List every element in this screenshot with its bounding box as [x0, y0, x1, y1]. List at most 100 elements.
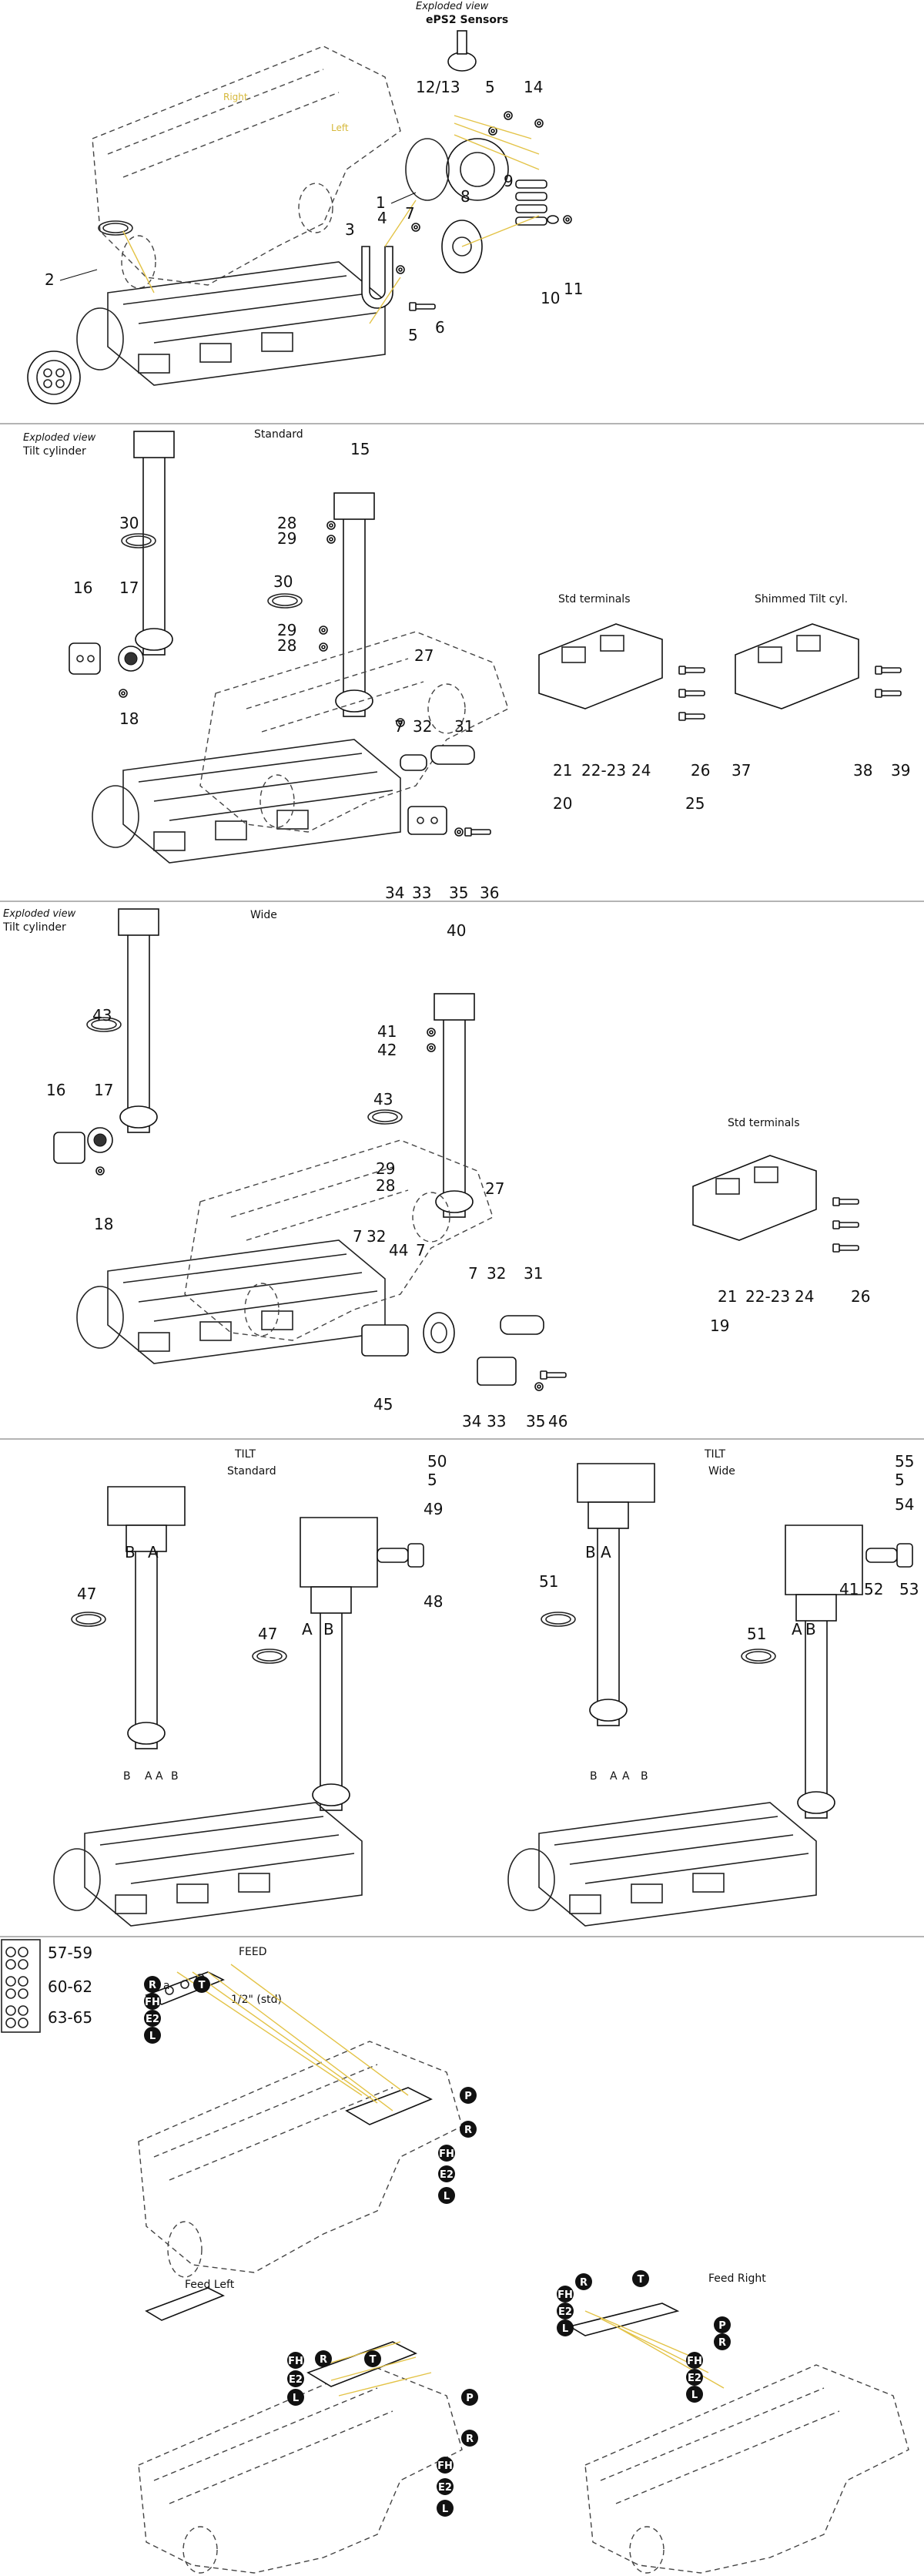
gasket-43b: [367, 1109, 403, 1125]
port-r-tag-right: R: [714, 2333, 731, 2350]
callout-10: 10: [541, 289, 560, 307]
port-l-tag: L: [557, 2319, 574, 2336]
port-e2-tag: E2: [557, 2303, 574, 2319]
washer-29b: [319, 626, 328, 635]
callout-4: 4: [377, 209, 387, 227]
svg-text:E2: E2: [440, 2169, 454, 2181]
callout-17: 17: [94, 1081, 113, 1099]
callout-38: 38: [853, 761, 872, 780]
feed-left-manifold: [145, 2287, 225, 2321]
port-suffix-a: a: [163, 1980, 170, 1992]
callout-5: 5: [895, 1471, 905, 1489]
bolt-36: [464, 827, 491, 837]
feed-right-manifold: [567, 2303, 680, 2336]
callout-32: 32: [367, 1227, 386, 1246]
callout-20: 20: [553, 794, 572, 813]
callout-54: 54: [895, 1495, 914, 1514]
std-terminal-block: [538, 623, 705, 721]
callout-26: 26: [691, 761, 710, 780]
port-l-tag: L: [287, 2389, 304, 2406]
callout-46: 46: [548, 1412, 567, 1431]
fitting-note: 1/2" (std): [231, 1994, 282, 2006]
port-l-tag-right: L: [686, 2386, 703, 2403]
plate-16: [53, 1132, 85, 1164]
port-l-tag-right: L: [437, 2500, 454, 2517]
port-a: A: [601, 1543, 611, 1561]
port-l-tag: L: [144, 2027, 161, 2044]
callout-27: 27: [414, 646, 434, 665]
bolt-6: [409, 302, 436, 311]
svg-text:R: R: [320, 2354, 327, 2366]
callout-26: 26: [851, 1287, 870, 1306]
callout-49: 49: [424, 1500, 443, 1518]
callout-42: 42: [377, 1041, 397, 1059]
washer-14: [504, 111, 513, 120]
washer-28b: [319, 642, 328, 652]
wide-cylinder-left: [118, 908, 159, 1133]
callout-5: 5: [485, 78, 495, 96]
callout-41: 41: [839, 1580, 859, 1598]
callout-33: 33: [487, 1412, 506, 1431]
port-a-right: A: [302, 1620, 313, 1639]
callout-7: 7: [353, 1227, 363, 1246]
hose-b2: B: [641, 1770, 648, 1783]
callout-19: 19: [710, 1317, 729, 1335]
washer-5: [396, 265, 405, 274]
washer-35: [534, 1382, 544, 1391]
gasket-51: [541, 1612, 576, 1627]
callout-2: 2: [45, 270, 55, 289]
svg-text:L: L: [442, 2504, 448, 2515]
callout-29: 29: [277, 529, 296, 548]
rotor-unit: [27, 351, 81, 404]
callout-7b: 7: [416, 1241, 426, 1259]
callout-35: 35: [526, 1412, 545, 1431]
svg-text:P: P: [718, 2320, 726, 2332]
svg-text:L: L: [562, 2323, 568, 2335]
port-a: A: [148, 1543, 159, 1561]
port-a-right: A: [792, 1620, 802, 1639]
callout-37: 37: [732, 761, 751, 780]
washer-42: [427, 1043, 436, 1052]
callout-28: 28: [277, 514, 296, 532]
port-fh-tag: FH: [144, 1993, 161, 2010]
tilt-std-cyl-left: [107, 1486, 186, 1749]
port-e2-tag: E2: [144, 2010, 161, 2027]
svg-text:FH: FH: [145, 1997, 160, 2008]
port-tags-feed-left: R T FH E2 L P R FH E2 L: [287, 2350, 478, 2517]
watermark-right: Right: [223, 92, 248, 102]
standard-valve-block: [92, 739, 401, 864]
port-e2-tag-right: E2: [437, 2478, 454, 2495]
gasket-51b: [741, 1649, 776, 1664]
clamp-33: [477, 1357, 517, 1386]
port-fh-tag: FH: [287, 2352, 304, 2369]
washer-29: [326, 535, 336, 544]
callout-18: 18: [119, 709, 139, 728]
callout-28b: 28: [277, 636, 296, 655]
callout-3: 3: [345, 220, 355, 239]
svg-text:L: L: [444, 2191, 450, 2202]
callout-31: 31: [524, 1264, 543, 1283]
pin-31: [430, 745, 475, 765]
tilt-bracket-frame: [92, 45, 401, 289]
callout-17: 17: [119, 579, 139, 597]
assembly-guide-lines: [122, 115, 540, 324]
pin-31: [500, 1315, 544, 1335]
port-r-tag-right: R: [461, 2430, 478, 2447]
callout-30: 30: [119, 514, 139, 532]
leader: [59, 269, 98, 281]
svg-text:R: R: [466, 2433, 474, 2445]
tilt-std-callouts: 50 5 49 48 47 47 B A A B B A A B: [77, 1452, 447, 1783]
washer-7: [411, 223, 420, 232]
sensor-o-ring: [405, 138, 450, 201]
o-ring-2: [98, 220, 133, 236]
tilt-standard-section: TILT Standard 50 5 49 48 47 47 B A A B B: [53, 1448, 447, 1927]
svg-text:L: L: [691, 2390, 698, 2401]
wide-heading: Wide: [250, 909, 277, 921]
callout-35: 35: [449, 884, 468, 902]
callout-22-23: 22-23: [581, 761, 626, 780]
callout-18: 18: [94, 1215, 113, 1233]
feed-title: FEED: [239, 1946, 267, 1958]
hose-a: A: [610, 1770, 618, 1783]
tilt-standard-title: TILT: [234, 1448, 256, 1461]
